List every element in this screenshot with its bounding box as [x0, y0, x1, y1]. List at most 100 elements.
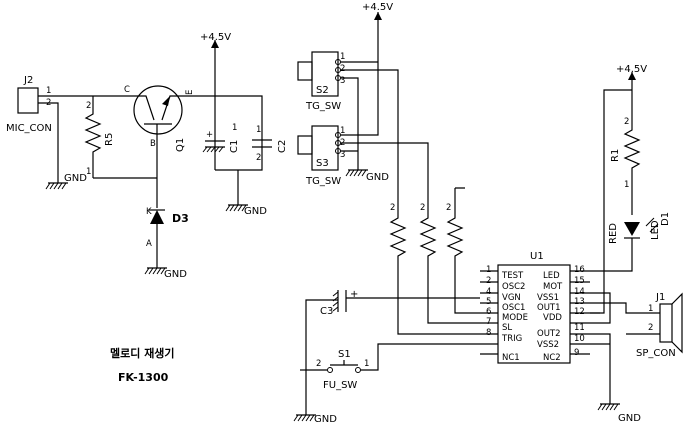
supply-label-middle: +4.5V [362, 2, 393, 13]
u1-left-pin-name-5: MODE [502, 313, 528, 323]
supply-left: +4.5V [200, 32, 231, 170]
c1-ref: C1 [229, 140, 240, 153]
j2-ref: J2 [23, 75, 33, 86]
u1-left-pin-name-3: VGN [502, 293, 521, 303]
gnd-label-bottom-left: GND [314, 414, 337, 425]
u1-right-pin-num-16: 16 [574, 265, 585, 275]
supply-label-left: +4.5V [200, 32, 231, 43]
d1-led: RED LED D1 [608, 212, 671, 244]
j1-pin-1: 1 [648, 304, 653, 314]
c2-pin-2: 2 [256, 153, 261, 163]
resistor-a-pin: 2 [390, 203, 395, 213]
gnd-label-switches: GND [366, 172, 389, 183]
r1-resistor: 2 R1 1 [610, 108, 641, 215]
u1-right-pin-num-12: 12 [574, 307, 585, 317]
u1-left-pin-num-6: 7 [486, 317, 491, 327]
s2-pin-1: 1 [340, 52, 345, 62]
c2-ref: C2 [277, 140, 288, 153]
r5-pin-1: 1 [86, 167, 91, 177]
c1-pin-plus: + [206, 130, 213, 140]
d3-pin-k: K [146, 207, 152, 217]
u1-right-pin-name-16: LED [543, 271, 560, 281]
u1-right-pin-name-10: VSS2 [537, 340, 559, 350]
u1-right-pin-name-14: VSS1 [537, 293, 559, 303]
u1-right-pin-num-9: 9 [574, 348, 579, 358]
j1-ref: J1 [655, 292, 665, 303]
gnd-symbol-d3: GND [144, 267, 187, 280]
j1-name: SP_CON [636, 348, 676, 359]
r5-ref: R5 [104, 133, 115, 146]
j2-name: MIC_CON [6, 123, 52, 134]
circuit-title: 멜로디 재생기 [110, 347, 175, 360]
s1-pin-1: 1 [364, 359, 369, 369]
u1-left-pin-name-2: OSC2 [502, 282, 525, 292]
c3-capacitor: + C3 [320, 289, 358, 317]
s3-pin-3: 3 [340, 150, 345, 160]
u1-ref: U1 [530, 251, 544, 262]
q1-pin-c: C [124, 85, 130, 95]
u1-right-pin-num-10: 10 [574, 334, 585, 344]
d3-diode: K A D3 [146, 178, 189, 268]
s1-name: FU_SW [323, 380, 357, 391]
gnd-symbol-caps: GND [225, 204, 267, 217]
s2-ref: S2 [316, 85, 329, 96]
c3-plus: + [350, 289, 358, 300]
c2-capacitor: 1 C2 2 [252, 125, 288, 163]
s1-switch[interactable]: 2 1 S1 FU_SW [316, 349, 369, 391]
s3-name: TG_SW [305, 176, 341, 187]
s2-switch[interactable]: 1 2 3 S2 TG_SW [297, 51, 345, 112]
gnd-label-bottom-right: GND [618, 413, 641, 424]
u1-right-pin-name-12: VDD [543, 313, 562, 323]
s2-pin-3: 3 [340, 76, 345, 86]
s2-name: TG_SW [305, 101, 341, 112]
u1-left-pin-name-6: SL [502, 323, 512, 333]
s1-ref: S1 [338, 349, 351, 360]
c1-capacitor: + C1 1 [202, 123, 240, 153]
d1-ref: D1 [660, 212, 671, 226]
u1-ic: U1 TEST 1 OSC2 2 VGN 4 OSC1 5 MODE 6 SL … [480, 251, 590, 364]
u1-right-pin-name-11: OUT2 [537, 329, 561, 339]
u1-right-pin-name-15: MOT [543, 282, 563, 292]
u1-right-pin-num-15: 15 [574, 276, 585, 286]
gnd-symbol-switches: GND [345, 169, 389, 183]
gnd-label-d3: GND [164, 269, 187, 280]
j2-mic-connector: J2 MIC_CON 1 2 [6, 75, 52, 134]
r1-ref: R1 [610, 149, 621, 162]
u1-left-pin-num-2: 2 [486, 276, 491, 286]
gnd-symbol-bottom-right: GND [597, 403, 641, 424]
s3-ref: S3 [316, 158, 329, 169]
resistor-b-pin: 2 [420, 203, 425, 213]
resistor-a: 2 [389, 200, 480, 335]
supply-right: +4.5V [616, 64, 647, 108]
u1-right-pin-name-9: NC2 [543, 353, 561, 363]
d1-name: LED [650, 220, 661, 240]
s3-switch[interactable]: 1 2 3 S3 TG_SW [297, 125, 345, 187]
q1-pin-e: E [185, 90, 195, 95]
d3-ref: D3 [172, 212, 189, 225]
switch-terminals [335, 59, 341, 154]
gnd-symbol-bottom-left: GND [293, 414, 337, 425]
q1-ref: Q1 [175, 138, 186, 152]
j1-speaker-connector: J1 1 2 SP_CON [636, 292, 683, 359]
u1-left-pin-num-4: 5 [486, 297, 491, 307]
u1-left-pin-name-1: TEST [501, 271, 524, 281]
u1-right-pin-num-13: 13 [574, 297, 585, 307]
supply-middle: +4.5V [341, 2, 393, 136]
s3-pin-1: 1 [340, 126, 345, 136]
r5-pin-2: 2 [86, 101, 91, 111]
u1-left-pin-name-8: NC1 [502, 353, 520, 363]
c2-pin-1: 1 [256, 125, 261, 135]
resistor-b: 2 [419, 200, 480, 324]
supply-label-right: +4.5V [616, 64, 647, 75]
resistor-c-pin: 2 [446, 203, 451, 213]
gnd-symbol-j2: GND [45, 173, 87, 190]
s1-pin-2: 2 [316, 359, 321, 369]
u1-right-pin-num-14: 14 [574, 287, 585, 297]
u1-left-pin-num-7: 8 [486, 328, 491, 338]
r1-pin-2: 2 [624, 117, 629, 127]
model-label: FK-1300 [118, 371, 169, 384]
resistor-c: 2 [446, 187, 480, 314]
j1-pin-2: 2 [648, 323, 653, 333]
c3-ref: C3 [320, 306, 333, 317]
